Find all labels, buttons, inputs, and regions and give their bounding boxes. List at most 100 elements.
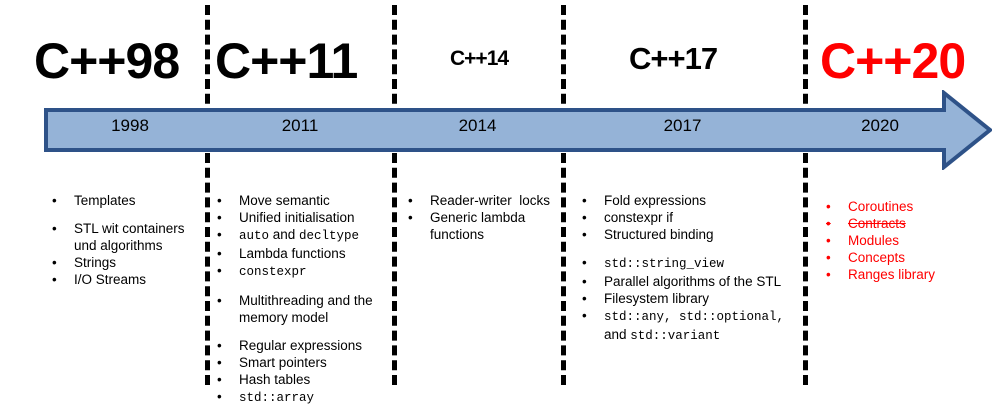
list-spacer bbox=[578, 243, 803, 254]
bullet-icon: • bbox=[408, 210, 413, 225]
text-token: Strings bbox=[74, 255, 117, 270]
list-item-line: Smart pointers bbox=[239, 354, 391, 371]
list-item-label: Contracts bbox=[848, 215, 987, 232]
bullet-icon: • bbox=[826, 267, 831, 282]
text-token: Unified initialisation bbox=[239, 210, 355, 225]
list-item-label: std::string_view bbox=[604, 254, 803, 273]
list-item: •Modules bbox=[822, 232, 987, 249]
bullet-icon: • bbox=[52, 193, 57, 208]
list-item-label: Coroutines bbox=[848, 198, 987, 215]
list-item-line: Hash tables bbox=[239, 371, 391, 388]
divider-2017-2020 bbox=[803, 5, 808, 385]
list-item: • Concepts bbox=[822, 249, 987, 266]
bullet-icon: • bbox=[582, 227, 587, 242]
code-token: auto bbox=[239, 229, 270, 243]
list-item-line: Fold expressions bbox=[604, 192, 803, 209]
list-item-line: Lambda functions bbox=[239, 245, 391, 262]
text-token: Structured binding bbox=[604, 227, 714, 242]
list-item-line: Reader-writer locks bbox=[430, 192, 560, 209]
list-item-label: Regular expressions bbox=[239, 337, 391, 354]
bullet-icon: • bbox=[52, 272, 57, 287]
bullet-icon: • bbox=[408, 193, 413, 208]
bullet-icon: • bbox=[217, 337, 222, 353]
list-item-label: Templates bbox=[74, 192, 203, 209]
bullet-icon: • bbox=[826, 216, 831, 231]
list-item: •Strings bbox=[48, 254, 203, 271]
list-item: •std::array bbox=[213, 388, 391, 407]
feature-list-cpp17: • Fold expressions • constexpr if • Structure… bbox=[578, 192, 803, 344]
list-item-label: Structured binding bbox=[604, 226, 803, 243]
feature-list-cpp14: • Reader-writer locks • Generic lambda funct… bbox=[404, 192, 560, 243]
list-item-line: Strings bbox=[74, 254, 203, 271]
text-token: constexpr if bbox=[604, 210, 674, 225]
bullet-icon: • bbox=[582, 290, 587, 306]
list-spacer bbox=[213, 326, 391, 337]
text-token: Move semantic bbox=[239, 193, 330, 208]
list-item-line: Contracts bbox=[848, 215, 987, 232]
list-item: • constexpr if bbox=[578, 209, 803, 226]
list-item-line: STL wit containers bbox=[74, 220, 203, 237]
list-item: • Contracts bbox=[822, 215, 987, 232]
text-token: and bbox=[269, 227, 300, 242]
list-item: •auto and decltype bbox=[213, 226, 391, 245]
list-item: • Generic lambda functions bbox=[404, 209, 560, 243]
bullet-icon: • bbox=[217, 354, 222, 370]
list-item: •constexpr bbox=[213, 262, 391, 281]
timeline-arrow-shape bbox=[44, 90, 992, 170]
era-title-cpp17: C++17 bbox=[629, 41, 718, 76]
text-token: functions bbox=[430, 227, 485, 242]
list-item-line: constexpr if bbox=[604, 209, 803, 226]
list-item: •Move semantic bbox=[213, 192, 391, 209]
text-token: Parallel algorithms of the STL bbox=[604, 273, 782, 289]
code-token: std::string_view bbox=[604, 257, 725, 271]
text-token: Generic lambda bbox=[430, 210, 526, 225]
divider-2011-2014 bbox=[392, 5, 397, 385]
text-token: Reader-writer locks bbox=[430, 193, 551, 208]
list-item-line: Concepts bbox=[848, 249, 987, 266]
list-spacer bbox=[48, 209, 203, 220]
bullet-icon: • bbox=[217, 245, 222, 261]
bullet-icon: • bbox=[582, 210, 587, 225]
bullet-icon: • bbox=[826, 233, 831, 248]
feature-list-cpp20: •Coroutines•Contracts•Modules•Concepts•R… bbox=[822, 198, 987, 283]
list-item-line: std::string_view bbox=[604, 254, 803, 273]
list-item: •Hash tables bbox=[213, 371, 391, 388]
text-token: STL wit containers bbox=[74, 221, 185, 236]
list-item-label: auto and decltype bbox=[239, 226, 391, 245]
year-label-2011: 2011 bbox=[281, 116, 319, 135]
list-item-label: Strings bbox=[74, 254, 203, 271]
list-item-label: Smart pointers bbox=[239, 354, 391, 371]
list-item-line: memory model bbox=[239, 309, 391, 326]
bullet-icon: • bbox=[217, 262, 222, 278]
list-item: •Unified initialisation bbox=[213, 209, 391, 226]
list-item-label: std::array bbox=[239, 388, 391, 407]
bullet-icon: • bbox=[582, 193, 587, 208]
list-item-line: Filesystem library bbox=[604, 290, 803, 307]
bullet-icon: • bbox=[826, 250, 831, 265]
text-token: Filesystem library bbox=[604, 290, 710, 306]
text-token: Multithreading and the bbox=[239, 292, 373, 308]
list-item-line: und algorithms bbox=[74, 237, 203, 254]
list-item-label: Move semantic bbox=[239, 192, 391, 209]
list-item-line: std::array bbox=[239, 388, 391, 407]
list-item: • Reader-writer locks bbox=[404, 192, 560, 209]
list-spacer bbox=[213, 281, 391, 292]
list-item-line: Unified initialisation bbox=[239, 209, 391, 226]
era-title-cpp98: C++98 bbox=[34, 33, 180, 89]
bullet-icon: • bbox=[826, 199, 831, 214]
text-token: Lambda functions bbox=[239, 245, 346, 261]
bullet-icon: • bbox=[582, 307, 587, 323]
list-item-label: Generic lambda functions bbox=[430, 209, 560, 243]
text-token: memory model bbox=[239, 309, 329, 325]
list-item-line: auto and decltype bbox=[239, 226, 391, 245]
list-item-line: Generic lambda bbox=[430, 209, 560, 226]
bullet-icon: • bbox=[217, 292, 222, 308]
list-item: • Coroutines bbox=[822, 198, 987, 215]
list-item: • Filesystem library bbox=[578, 290, 803, 307]
list-item-line: Regular expressions bbox=[239, 337, 391, 354]
list-item-line: std::any, std::optional, bbox=[604, 307, 803, 326]
list-item-line: Coroutines bbox=[848, 198, 987, 215]
text-token: Concepts bbox=[848, 250, 906, 265]
